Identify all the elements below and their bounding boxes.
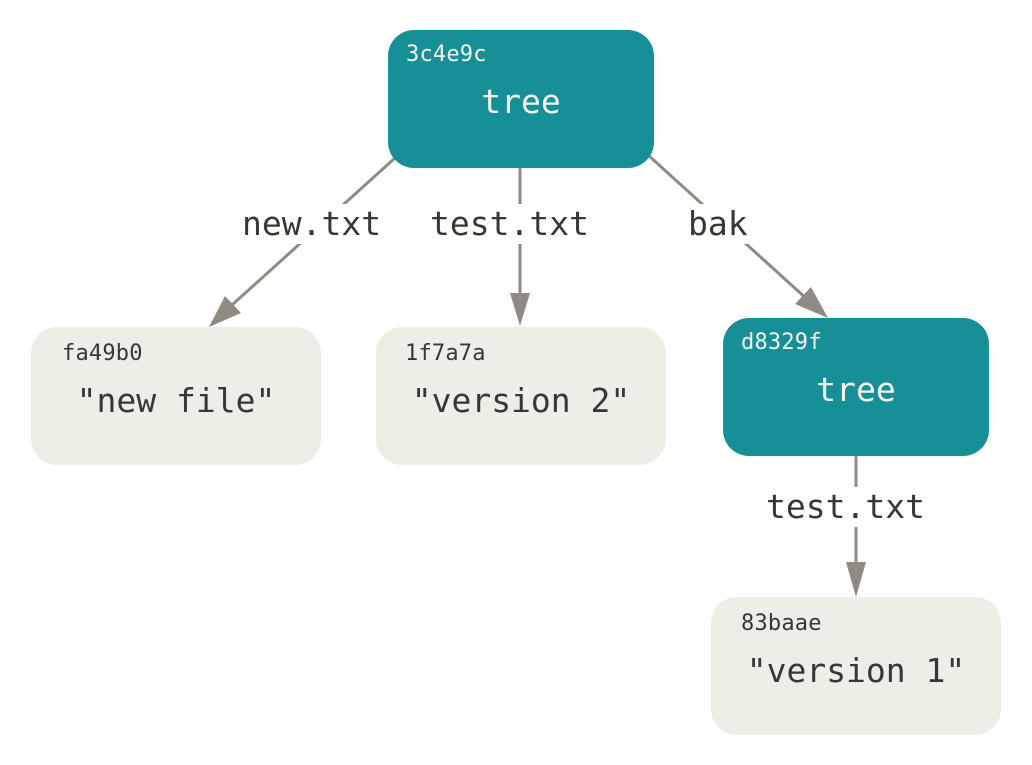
blob-version-2-content: "version 2"	[411, 381, 631, 420]
blob-version-1-node: 83baae "version 1"	[711, 597, 1001, 735]
blob-version-2-hash: 1f7a7a	[405, 341, 486, 366]
blob-new-file-node: fa49b0 "new file"	[31, 327, 321, 465]
root-tree-hash: 3c4e9c	[406, 42, 487, 67]
blob-version-1-content: "version 1"	[746, 651, 966, 690]
edge-label-test-txt-root: test.txt	[426, 204, 593, 244]
bak-tree-hash: d8329f	[741, 330, 822, 355]
arrowhead-version-1	[846, 562, 866, 597]
edge-label-new-txt: new.txt	[238, 204, 386, 244]
arrowhead-new-file	[209, 296, 241, 327]
bak-tree-label: tree	[816, 370, 896, 409]
blob-version-2-node: 1f7a7a "version 2"	[376, 327, 666, 465]
blob-new-file-content: "new file"	[76, 381, 276, 420]
bak-tree-node: d8329f tree	[723, 318, 989, 456]
blob-version-1-hash: 83baae	[741, 611, 822, 636]
blob-new-file-hash: fa49b0	[62, 341, 143, 366]
arrowhead-bak-tree	[795, 287, 828, 318]
edge-label-test-txt-bak: test.txt	[762, 487, 929, 527]
root-tree-node: 3c4e9c tree	[388, 30, 654, 168]
edge-label-bak: bak	[684, 204, 752, 244]
arrowhead-version-2	[510, 293, 530, 326]
root-tree-label: tree	[481, 82, 561, 121]
